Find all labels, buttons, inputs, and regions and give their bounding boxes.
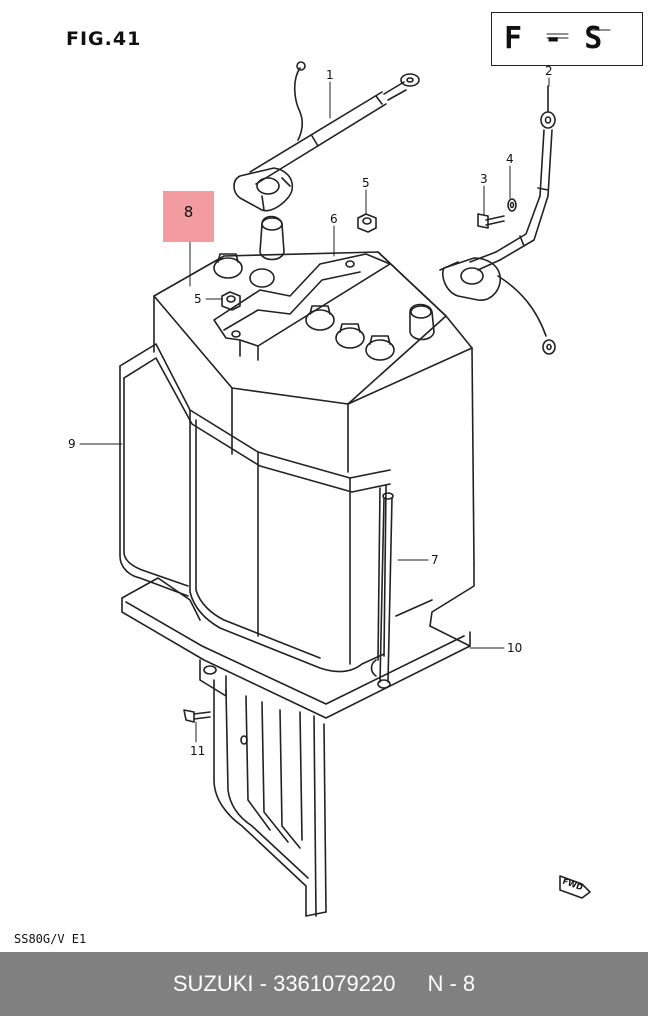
highlighted-part-number[interactable]: 8 bbox=[183, 203, 194, 221]
figure-title: FIG.41 bbox=[66, 28, 142, 50]
footer-brand-part-number: SUZUKI - 3361079220 bbox=[172, 971, 396, 996]
footer-position: N - 8 bbox=[427, 971, 476, 996]
callout-9[interactable]: 9 bbox=[68, 437, 76, 451]
bolt-part-3 bbox=[477, 213, 505, 229]
nut-part-5-upper bbox=[357, 213, 377, 233]
callout-7[interactable]: 7 bbox=[431, 553, 439, 567]
stamp-marks bbox=[546, 29, 611, 39]
footer-bar: SUZUKI - 3361079220 N - 8 bbox=[0, 952, 648, 1016]
callout-3[interactable]: 3 bbox=[480, 172, 488, 186]
figure-stamp: F - S bbox=[491, 12, 643, 66]
hold-down-rod-part-7 bbox=[370, 492, 394, 689]
hold-down-bracket-part-6 bbox=[213, 253, 391, 361]
washer-part-4 bbox=[507, 198, 517, 212]
callout-2[interactable]: 2 bbox=[545, 64, 553, 78]
nut-part-5-lower bbox=[221, 291, 241, 311]
tray-bracket bbox=[213, 679, 327, 917]
leader-lines bbox=[79, 77, 550, 743]
callout-1[interactable]: 1 bbox=[326, 68, 334, 82]
battery-tray-part-10 bbox=[121, 563, 475, 719]
stamp-text: F - S bbox=[504, 21, 605, 56]
callout-6[interactable]: 6 bbox=[330, 212, 338, 226]
callout-4[interactable]: 4 bbox=[506, 152, 514, 166]
battery-part-8 bbox=[153, 215, 475, 565]
filler-caps bbox=[213, 253, 395, 361]
callout-5-upper[interactable]: 5 bbox=[362, 176, 370, 190]
callout-10[interactable]: 10 bbox=[507, 641, 523, 655]
callout-5-lower[interactable]: 5 bbox=[194, 292, 202, 306]
bolt-part-11 bbox=[183, 709, 211, 723]
callout-11[interactable]: 11 bbox=[190, 744, 206, 758]
battery-cover-part-9 bbox=[119, 343, 391, 673]
positive-cable-part-1 bbox=[233, 61, 420, 212]
parts-diagram bbox=[79, 29, 611, 917]
fwd-badge bbox=[559, 875, 591, 899]
highlighted-part-box[interactable] bbox=[163, 191, 214, 242]
model-code: SS80G/V E1 bbox=[14, 932, 87, 946]
negative-cable-part-2 bbox=[439, 85, 556, 355]
